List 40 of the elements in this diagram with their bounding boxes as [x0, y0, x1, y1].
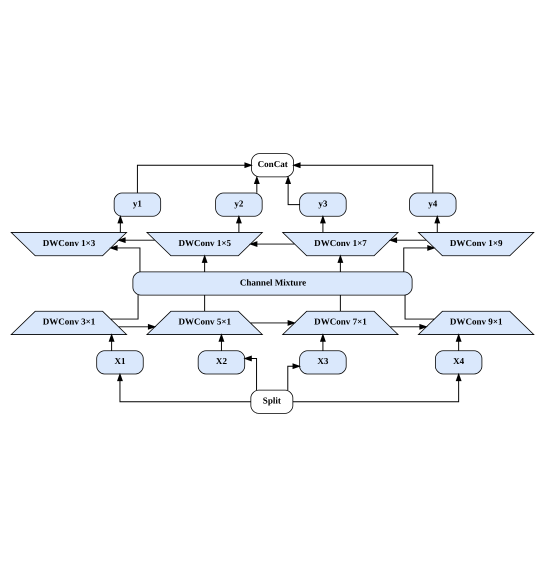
arrow [248, 241, 296, 248]
arrow [243, 356, 258, 390]
connector [204, 294, 206, 312]
node-box: X2 [198, 350, 246, 374]
arrow [109, 245, 140, 272]
arrow [108, 333, 115, 351]
arrow [250, 320, 296, 326]
node-box: y4 [409, 192, 456, 217]
arrow [287, 363, 301, 391]
arrow [202, 254, 208, 272]
arrow [117, 237, 156, 244]
node-box: Split [250, 390, 294, 414]
arrow [456, 333, 462, 351]
connector [340, 294, 341, 312]
node-box: X3 [299, 350, 347, 374]
arrow [236, 215, 242, 233]
node-box: y1 [114, 192, 162, 217]
arrow [320, 333, 326, 351]
arrow [218, 333, 224, 351]
arrow [117, 372, 252, 402]
arrow [434, 215, 440, 233]
node-box: X1 [96, 350, 144, 374]
connector [110, 294, 139, 320]
node-box: ConCat [251, 153, 294, 178]
arrow [292, 162, 434, 194]
arrow [254, 176, 260, 194]
node-box: y3 [299, 192, 347, 217]
arrow [390, 324, 428, 330]
arrow [337, 254, 344, 272]
arrow [388, 237, 427, 244]
arrow [118, 324, 156, 330]
arrow [403, 245, 436, 272]
node-box: y2 [215, 192, 263, 217]
arrow [292, 372, 462, 402]
arrow [136, 162, 253, 194]
arrow [320, 215, 326, 233]
node-box: X4 [435, 350, 482, 374]
connector [404, 294, 435, 320]
node-box: Channel Mixture [132, 271, 412, 296]
arrow [117, 215, 124, 233]
